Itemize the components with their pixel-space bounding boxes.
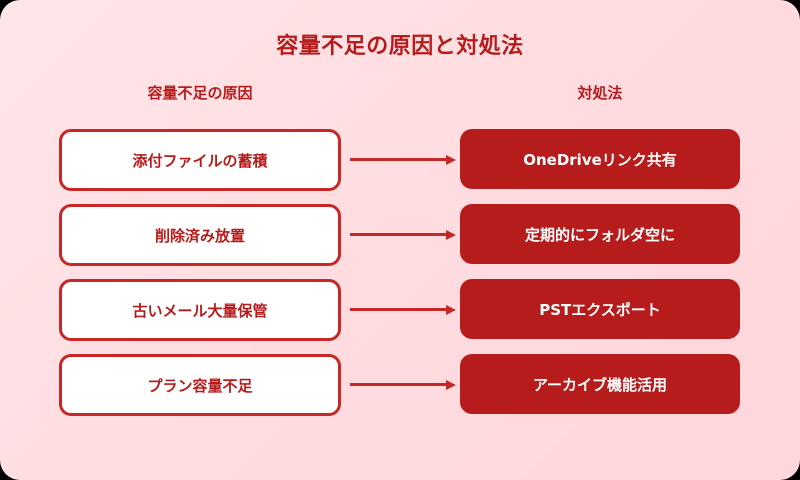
solution-box: OneDriveリンク共有	[460, 129, 740, 189]
causes-column-header: 容量不足の原因	[147, 84, 253, 102]
diagram-title: 容量不足の原因と対処法	[276, 34, 524, 59]
cause-solution-row: 添付ファイルの蓄積 OneDriveリンク共有	[0, 129, 800, 191]
cause-solution-row: 古いメール大量保管 PSTエクスポート	[0, 279, 800, 341]
cause-box: 削除済み放置	[59, 204, 341, 266]
solution-box: PSTエクスポート	[460, 279, 740, 339]
arrow-right-icon	[350, 230, 456, 240]
cause-solution-row: プラン容量不足 アーカイブ機能活用	[0, 354, 800, 416]
cause-solution-row: 削除済み放置 定期的にフォルダ空に	[0, 204, 800, 266]
cause-box: 添付ファイルの蓄積	[59, 129, 341, 191]
arrow-right-icon	[350, 155, 456, 165]
solution-box: 定期的にフォルダ空に	[460, 204, 740, 264]
arrow-right-icon	[350, 305, 456, 315]
cause-box: 古いメール大量保管	[59, 279, 341, 341]
solutions-column-header: 対処法	[577, 84, 623, 102]
arrow-right-icon	[350, 380, 456, 390]
cause-box: プラン容量不足	[59, 354, 341, 416]
solution-box: アーカイブ機能活用	[460, 354, 740, 414]
